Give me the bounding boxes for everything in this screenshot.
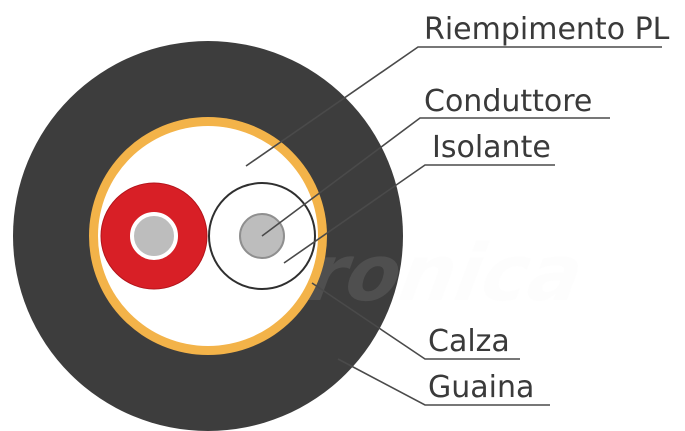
- conduttore-leader: [261, 117, 610, 237]
- calza-leader: [311, 282, 520, 360]
- conduttore-label: Conduttore: [424, 84, 592, 119]
- conduttore-red-core: [130, 212, 178, 260]
- riempimento-label: Riempimento PL: [424, 12, 670, 47]
- calza-label: Calza: [428, 324, 510, 359]
- riempimento-leader: [245, 46, 662, 167]
- isolante-leader: [283, 164, 555, 264]
- guaina-label: Guaina: [428, 370, 534, 405]
- isolante-label: Isolante: [432, 130, 551, 165]
- guaina-leader: [337, 358, 550, 406]
